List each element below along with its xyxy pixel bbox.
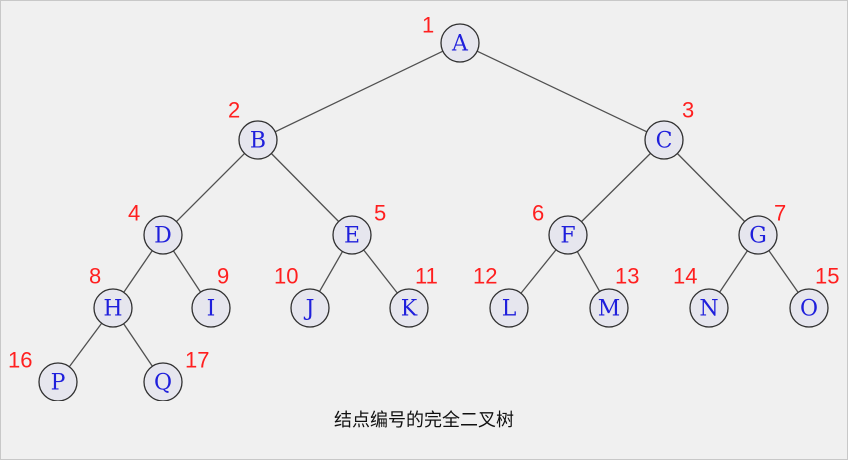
node-number-label: 3 — [682, 98, 694, 123]
node-letter-label: M — [598, 297, 621, 322]
node-number-label: 9 — [217, 264, 229, 289]
node-number-label: 17 — [185, 348, 209, 373]
node-letter-label: A — [451, 32, 469, 57]
tree-edge-b-d — [175, 152, 246, 223]
node-number-label: 14 — [673, 264, 697, 289]
node-number-label: 11 — [415, 264, 438, 289]
node-letter-label: L — [502, 297, 517, 322]
node-circle — [644, 120, 684, 160]
node-letter-label: P — [51, 371, 66, 396]
node-letter-label: G — [749, 224, 767, 249]
node-letter-label: J — [304, 297, 315, 322]
tree-node-g: G7 — [738, 201, 786, 255]
tree-node-m: M 13 — [589, 264, 639, 328]
node-letter-label: K — [401, 297, 418, 322]
node-letter-label: C — [656, 129, 673, 154]
tree-node-l: L12 — [473, 264, 529, 328]
tree-edges — [68, 50, 799, 368]
tree-edge-g-n — [719, 250, 748, 293]
node-number-label: 8 — [89, 264, 101, 289]
tree-edge-e-j — [318, 251, 344, 292]
node-circle — [191, 288, 231, 328]
node-number-label: 4 — [128, 201, 140, 226]
node-letter-label: I — [207, 297, 216, 322]
tree-edge-a-b — [274, 50, 444, 133]
node-letter-label: H — [103, 297, 122, 322]
node-circle — [589, 288, 629, 328]
tree-edge-d-h — [123, 250, 153, 293]
tree-node-o: O 15 — [789, 264, 839, 328]
tree-node-k: K 11 — [389, 264, 438, 328]
node-circle — [143, 362, 183, 401]
tree-node-i: I9 — [191, 264, 231, 328]
tree-node-e: E5 — [332, 201, 386, 255]
tree-edge-g-o — [768, 250, 799, 293]
tree-edge-e-k — [363, 249, 398, 294]
tree-edge-a-c — [476, 50, 648, 133]
binary-tree-diagram: A1B2C3D4E5F6G7H8I9J10K11L12M13N14O15P16Q… — [8, 13, 839, 401]
tree-edge-f-l — [520, 249, 557, 294]
node-circle — [143, 215, 183, 255]
node-circle — [93, 288, 133, 328]
node-letter-label: N — [699, 297, 718, 322]
node-number-label: 1 — [422, 13, 434, 38]
tree-node-q: Q 17 — [143, 348, 209, 401]
tree-edge-f-m — [576, 251, 601, 292]
node-letter-label: F — [560, 224, 575, 249]
node-circle — [548, 215, 588, 255]
tree-node-h: H8 — [89, 264, 133, 328]
node-letter-label: E — [344, 224, 360, 249]
diagram-caption: 结点编号的完全二叉树 — [334, 410, 514, 431]
tree-node-c: C3 — [644, 98, 694, 160]
tree-edge-b-e — [270, 153, 340, 222]
node-number-label: 12 — [473, 264, 497, 289]
node-circle — [290, 288, 330, 328]
node-circle — [789, 288, 829, 328]
node-circle — [332, 215, 372, 255]
tree-node-f: F6 — [532, 201, 588, 255]
node-circle — [689, 288, 729, 328]
node-number-label: 15 — [815, 264, 839, 289]
node-number-label: 5 — [374, 201, 386, 226]
tree-edge-h-q — [123, 323, 153, 367]
node-number-label: 7 — [774, 201, 786, 226]
node-letter-label: Q — [154, 371, 172, 396]
tree-node-j: J10 — [274, 264, 330, 328]
tree-edge-h-p — [68, 322, 103, 368]
node-circle — [38, 362, 78, 401]
node-number-label: 13 — [615, 264, 639, 289]
node-letter-label: D — [154, 224, 172, 249]
node-circle — [440, 23, 480, 63]
tree-node-a: A1 — [422, 13, 480, 63]
tree-edge-c-f — [581, 152, 651, 223]
node-circle — [738, 215, 778, 255]
tree-edge-d-i — [172, 250, 202, 293]
node-number-label: 10 — [274, 264, 298, 289]
tree-node-d: D4 — [128, 201, 183, 255]
node-circle — [489, 288, 529, 328]
node-number-label: 2 — [228, 98, 240, 123]
node-circle — [238, 120, 278, 160]
tree-node-p: P 16 — [8, 348, 78, 401]
node-circle — [389, 288, 429, 328]
node-letter-label: B — [250, 129, 266, 154]
tree-node-n: N14 — [673, 264, 729, 328]
tree-edge-c-g — [676, 153, 746, 222]
node-number-label: 16 — [8, 348, 32, 373]
node-letter-label: O — [800, 297, 818, 322]
node-number-label: 6 — [532, 201, 544, 226]
tree-node-b: B2 — [228, 98, 278, 160]
